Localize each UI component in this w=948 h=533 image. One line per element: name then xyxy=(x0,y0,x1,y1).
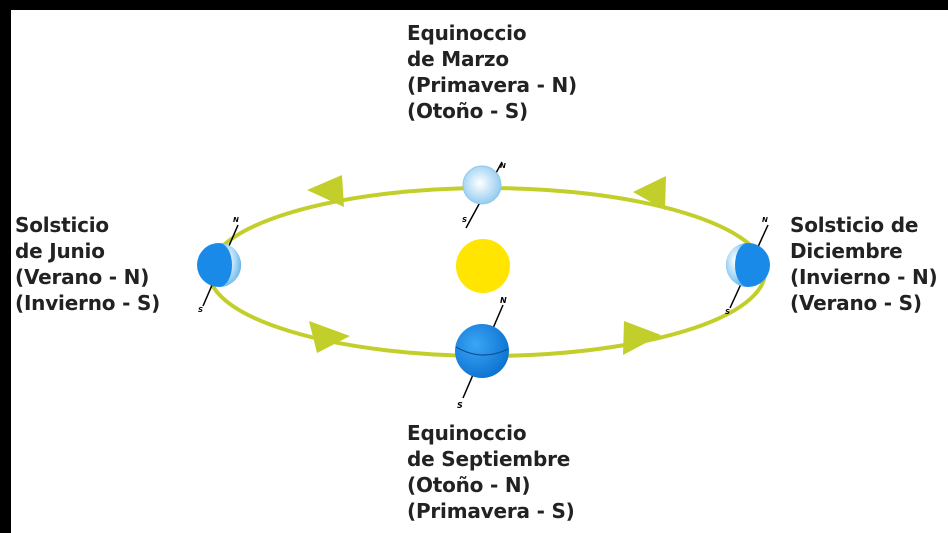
label-december-line-1: Solsticio de xyxy=(790,213,919,237)
earth-december: N S xyxy=(725,216,770,316)
label-march-line-3: (Primavera - N) xyxy=(407,73,577,97)
earth-december-south-label: S xyxy=(725,308,730,316)
label-december-line-4: (Verano - S) xyxy=(790,291,922,315)
label-june-solstice: Solsticio de Junio (Verano - N) (Inviern… xyxy=(15,212,160,316)
orbit-arrow-bottom-right xyxy=(623,321,661,355)
earth-june-north-label: N xyxy=(233,216,239,224)
label-june-line-1: Solsticio xyxy=(15,213,109,237)
label-march-equinox: Equinoccio de Marzo (Primavera - N) (Oto… xyxy=(407,20,577,124)
earth-june-south-label: S xyxy=(198,306,203,314)
orbit-diagram: N S N S N S N S xyxy=(197,161,770,410)
label-june-line-3: (Verano - N) xyxy=(15,265,150,289)
label-september-line-4: (Primavera - S) xyxy=(407,499,575,523)
earth-september-north-label: N xyxy=(500,296,507,305)
label-march-line-1: Equinoccio xyxy=(407,21,527,45)
label-june-line-4: (Invierno - S) xyxy=(15,291,161,315)
orbit-arrow-top-right xyxy=(633,176,666,210)
earth-september: N S xyxy=(455,296,509,410)
earth-december-north-label: N xyxy=(762,216,768,224)
label-march-line-4: (Otoño - S) xyxy=(407,99,528,123)
sun xyxy=(456,239,510,293)
label-december-line-2: Diciembre xyxy=(790,239,903,263)
earth-march: N S xyxy=(462,161,506,229)
label-december-line-3: (Invierno - N) xyxy=(790,265,938,289)
label-september-equinox: Equinoccio de Septiembre (Otoño - N) (Pr… xyxy=(407,420,575,524)
diagram-frame: N S N S N S N S Equinoccio xyxy=(11,10,948,533)
earth-september-south-label: S xyxy=(457,401,463,410)
orbit-arrow-top-left xyxy=(307,175,344,207)
label-september-line-1: Equinoccio xyxy=(407,421,527,445)
label-september-line-2: de Septiembre xyxy=(407,447,571,471)
label-december-solstice: Solsticio de Diciembre (Invierno - N) (V… xyxy=(790,212,938,316)
earth-june: N S xyxy=(197,216,241,314)
earth-march-north-label: N xyxy=(500,162,506,170)
orbit-arrow-bottom-left xyxy=(309,321,350,353)
label-september-line-3: (Otoño - N) xyxy=(407,473,531,497)
earth-march-south-label: S xyxy=(462,216,467,224)
label-june-line-2: de Junio xyxy=(15,239,105,263)
label-march-line-2: de Marzo xyxy=(407,47,509,71)
